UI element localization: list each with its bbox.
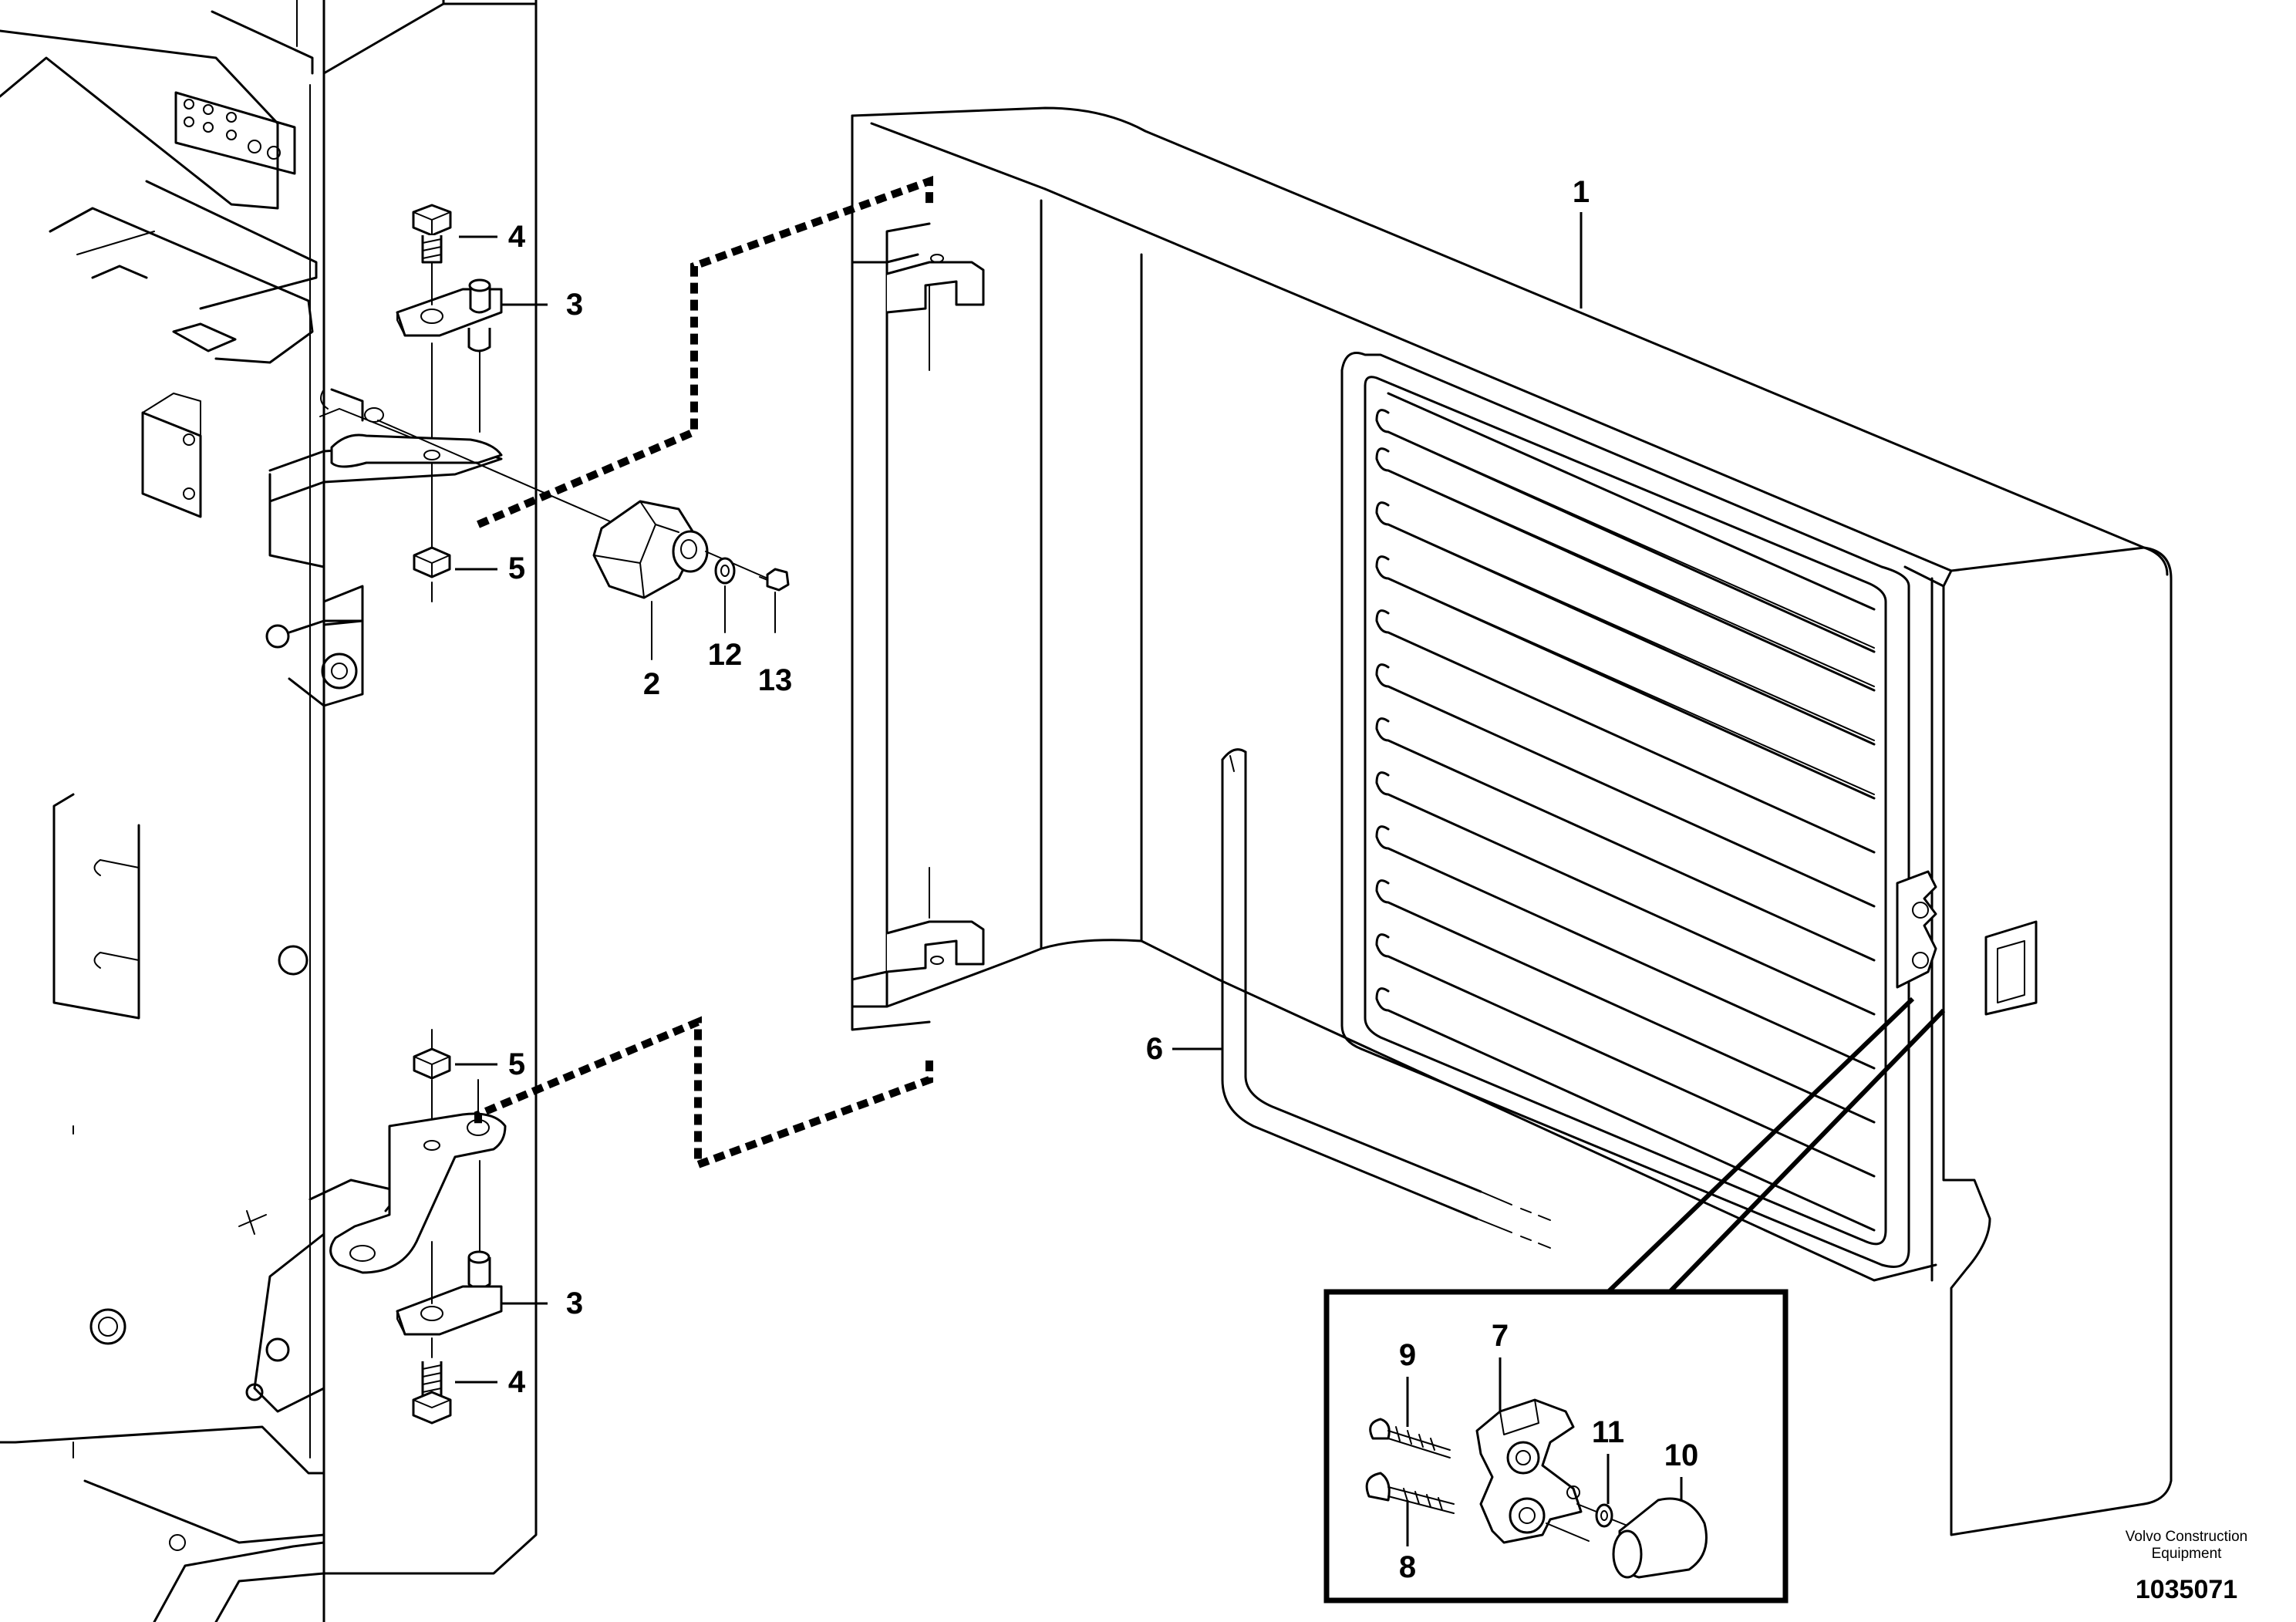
hinge-pin-and-bushing [364, 407, 790, 660]
callout-leaders [455, 212, 1683, 1546]
callout-6: 6 [1146, 1032, 1163, 1066]
callout-11: 11 [1592, 1415, 1624, 1449]
grille-slats [1375, 392, 1876, 1232]
callout-3-bottom: 3 [566, 1286, 583, 1320]
callout-5-bottom: 5 [508, 1047, 525, 1081]
seal-strip [1221, 748, 1551, 1249]
latch-detail-inset [1323, 996, 1946, 1603]
callout-13: 13 [758, 663, 793, 697]
callout-10: 10 [1664, 1438, 1699, 1472]
callout-7: 7 [1492, 1319, 1509, 1353]
callout-5-top: 5 [508, 551, 525, 585]
door-grille [1340, 352, 1937, 1268]
top-hinge-assembly [330, 204, 503, 602]
callout-3-top: 3 [566, 288, 583, 322]
machine-frame [0, 0, 538, 1622]
callout-12: 12 [708, 638, 743, 672]
document-number: 1035071 [2136, 1575, 2237, 1604]
callout-2: 2 [643, 667, 660, 701]
mounting-reference-dashes [474, 175, 933, 1171]
credit-line-1: Volvo Construction [2126, 1529, 2247, 1545]
callout-numbers: 1 2 3 3 4 4 5 5 6 7 8 9 10 11 12 13 [508, 175, 1698, 1584]
detail-inset-frame [1323, 1289, 1789, 1603]
callout-9: 9 [1399, 1338, 1416, 1372]
callout-4-top: 4 [508, 220, 526, 254]
drawing-credit: Volvo Construction Equipment 1035071 [2126, 1529, 2247, 1604]
credit-line-2: Equipment [2152, 1546, 2223, 1562]
lower-hinge-assembly [329, 1029, 507, 1425]
callout-1: 1 [1573, 175, 1590, 209]
callout-8: 8 [1399, 1550, 1416, 1584]
callout-4-bottom: 4 [508, 1365, 526, 1399]
